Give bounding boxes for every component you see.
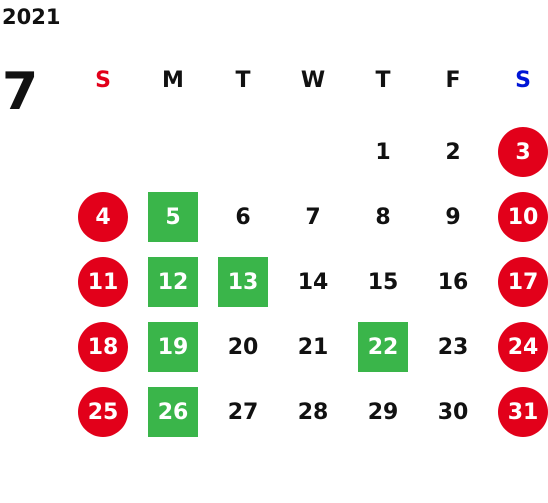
day-cell-6[interactable]: 6 — [213, 189, 273, 245]
day-cell-18[interactable]: 18 — [73, 319, 133, 375]
day-cell-9[interactable]: 9 — [423, 189, 483, 245]
day-number: 23 — [437, 334, 469, 360]
weekday-wed: W — [300, 67, 326, 93]
weekday-sat: S — [515, 67, 531, 93]
day-number: 7 — [305, 204, 321, 230]
weekday-sun: S — [95, 67, 111, 93]
day-cell-empty — [143, 124, 203, 180]
day-number: 19 — [148, 322, 198, 372]
day-number: 3 — [498, 127, 548, 177]
day-cell-21[interactable]: 21 — [283, 319, 343, 375]
day-number: 16 — [437, 269, 469, 295]
week-row: 11 12 13 14 15 16 17 — [65, 254, 548, 310]
day-cell-16[interactable]: 16 — [423, 254, 483, 310]
day-cell-8[interactable]: 8 — [353, 189, 413, 245]
weekday-tue: T — [235, 67, 251, 93]
day-cell-20[interactable]: 20 — [213, 319, 273, 375]
day-number: 17 — [498, 257, 548, 307]
day-cell-29[interactable]: 29 — [353, 384, 413, 440]
day-cell-empty — [283, 124, 343, 180]
day-cell-12[interactable]: 12 — [143, 254, 203, 310]
day-number: 13 — [218, 257, 268, 307]
year-label: 2021 — [2, 5, 61, 29]
day-cell-23[interactable]: 23 — [423, 319, 483, 375]
day-cell-27[interactable]: 27 — [213, 384, 273, 440]
day-number: 1 — [375, 139, 391, 165]
day-cell-28[interactable]: 28 — [283, 384, 343, 440]
day-number: 8 — [375, 204, 391, 230]
day-cell-3[interactable]: 3 — [493, 124, 548, 180]
weekday-fri: F — [445, 67, 461, 93]
day-cell-13[interactable]: 13 — [213, 254, 273, 310]
day-number: 12 — [148, 257, 198, 307]
day-number: 21 — [297, 334, 329, 360]
day-number: 28 — [297, 399, 329, 425]
day-number: 27 — [227, 399, 259, 425]
day-cell-25[interactable]: 25 — [73, 384, 133, 440]
day-number: 22 — [358, 322, 408, 372]
day-cell-31[interactable]: 31 — [493, 384, 548, 440]
day-cell-19[interactable]: 19 — [143, 319, 203, 375]
weekday-mon: M — [162, 67, 184, 93]
day-number: 25 — [78, 387, 128, 437]
day-cell-14[interactable]: 14 — [283, 254, 343, 310]
day-number: 30 — [437, 399, 469, 425]
weekday-header-row: S M T W T F S — [65, 52, 548, 108]
day-cell-24[interactable]: 24 — [493, 319, 548, 375]
day-cell-10[interactable]: 10 — [493, 189, 548, 245]
day-number: 6 — [235, 204, 251, 230]
day-number — [288, 127, 338, 177]
day-number: 15 — [367, 269, 399, 295]
day-cell-4[interactable]: 4 — [73, 189, 133, 245]
day-cell-2[interactable]: 2 — [423, 124, 483, 180]
day-cell-26[interactable]: 26 — [143, 384, 203, 440]
day-number: 2 — [445, 139, 461, 165]
day-number: 14 — [297, 269, 329, 295]
day-cell-empty — [213, 124, 273, 180]
day-number: 20 — [227, 334, 259, 360]
weekday-thu: T — [375, 67, 391, 93]
day-number: 29 — [367, 399, 399, 425]
day-number: 5 — [148, 192, 198, 242]
day-cell-30[interactable]: 30 — [423, 384, 483, 440]
week-row: 1 2 3 — [65, 124, 548, 180]
day-number — [148, 127, 198, 177]
day-number — [78, 127, 128, 177]
day-number — [218, 127, 268, 177]
day-number: 9 — [445, 204, 461, 230]
week-row: 25 26 27 28 29 30 31 — [65, 384, 548, 440]
day-number: 10 — [498, 192, 548, 242]
day-number: 24 — [498, 322, 548, 372]
day-cell-empty — [73, 124, 133, 180]
week-row: 18 19 20 21 22 23 24 — [65, 319, 548, 375]
day-cell-15[interactable]: 15 — [353, 254, 413, 310]
month-number: 7 — [2, 62, 39, 122]
day-number: 26 — [148, 387, 198, 437]
day-number: 11 — [78, 257, 128, 307]
day-cell-11[interactable]: 11 — [73, 254, 133, 310]
day-number: 18 — [78, 322, 128, 372]
day-cell-17[interactable]: 17 — [493, 254, 548, 310]
day-cell-1[interactable]: 1 — [353, 124, 413, 180]
day-number: 31 — [498, 387, 548, 437]
day-cell-22[interactable]: 22 — [353, 319, 413, 375]
day-cell-7[interactable]: 7 — [283, 189, 343, 245]
day-cell-5[interactable]: 5 — [143, 189, 203, 245]
day-number: 4 — [78, 192, 128, 242]
